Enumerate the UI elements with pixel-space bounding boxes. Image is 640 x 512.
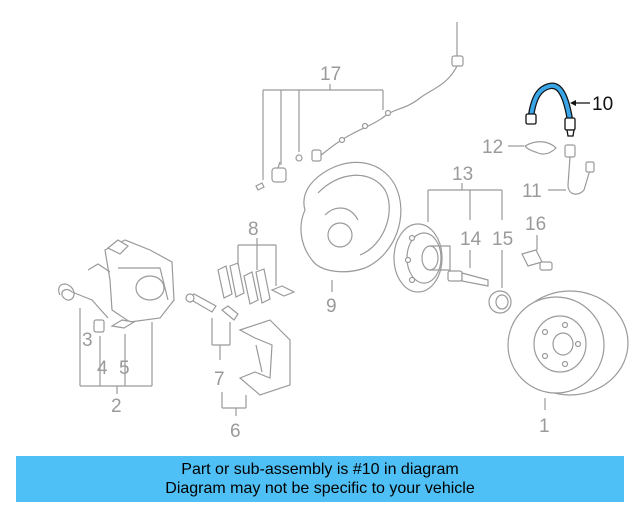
splash-shield[interactable] [300,161,402,273]
caliper-bracket[interactable] [238,319,291,396]
callout-10-arrowhead [570,100,576,106]
brake-hose[interactable] [525,82,576,137]
caliper-guide-pins[interactable] [185,293,239,321]
callout-17: 17 [320,64,341,85]
callout-2: 2 [111,396,122,417]
wheel-speed-sensor[interactable] [521,249,553,271]
callout-6: 6 [230,421,241,442]
caliper-spring[interactable] [58,283,109,319]
abs-sensor-harness[interactable] [255,22,464,191]
callout-7-leaders [211,318,247,416]
callout-4: 4 [97,358,108,379]
part-info-banner: Part or sub-assembly is #10 in diagram D… [16,456,624,502]
banner-line-1: Part or sub-assembly is #10 in diagram [181,461,459,478]
callout-17-leaders [262,84,384,180]
callout-7: 7 [214,369,225,390]
callout-3: 3 [82,330,93,351]
brake-caliper[interactable] [87,239,175,323]
callout-1: 1 [539,416,550,437]
hub-bolt[interactable] [447,270,489,287]
bleeder-screw[interactable] [93,319,105,333]
brake-rotor[interactable] [507,290,629,396]
callout-9: 9 [326,296,337,317]
brake-pads[interactable] [217,262,296,305]
callout-10: 10 [592,94,613,115]
callout-5: 5 [119,358,130,379]
callout-16: 16 [525,214,546,235]
brake-line[interactable] [564,144,595,195]
callout-14: 14 [460,229,482,250]
callout-8-leaders [237,238,277,286]
callout-2-leaders [79,308,153,394]
wheel-hub[interactable] [393,223,451,293]
callout-15: 15 [492,229,513,250]
callout-13: 13 [452,164,473,185]
callout-13-leaders [427,183,503,222]
hose-bracket[interactable] [524,141,557,155]
callout-11: 11 [522,181,542,202]
callout-8: 8 [248,219,259,240]
callout-12: 12 [482,137,503,158]
bleeder-cap[interactable] [110,319,136,329]
banner-line-2: Diagram may not be specific to your vehi… [165,480,475,497]
hub-cap[interactable] [488,290,512,314]
